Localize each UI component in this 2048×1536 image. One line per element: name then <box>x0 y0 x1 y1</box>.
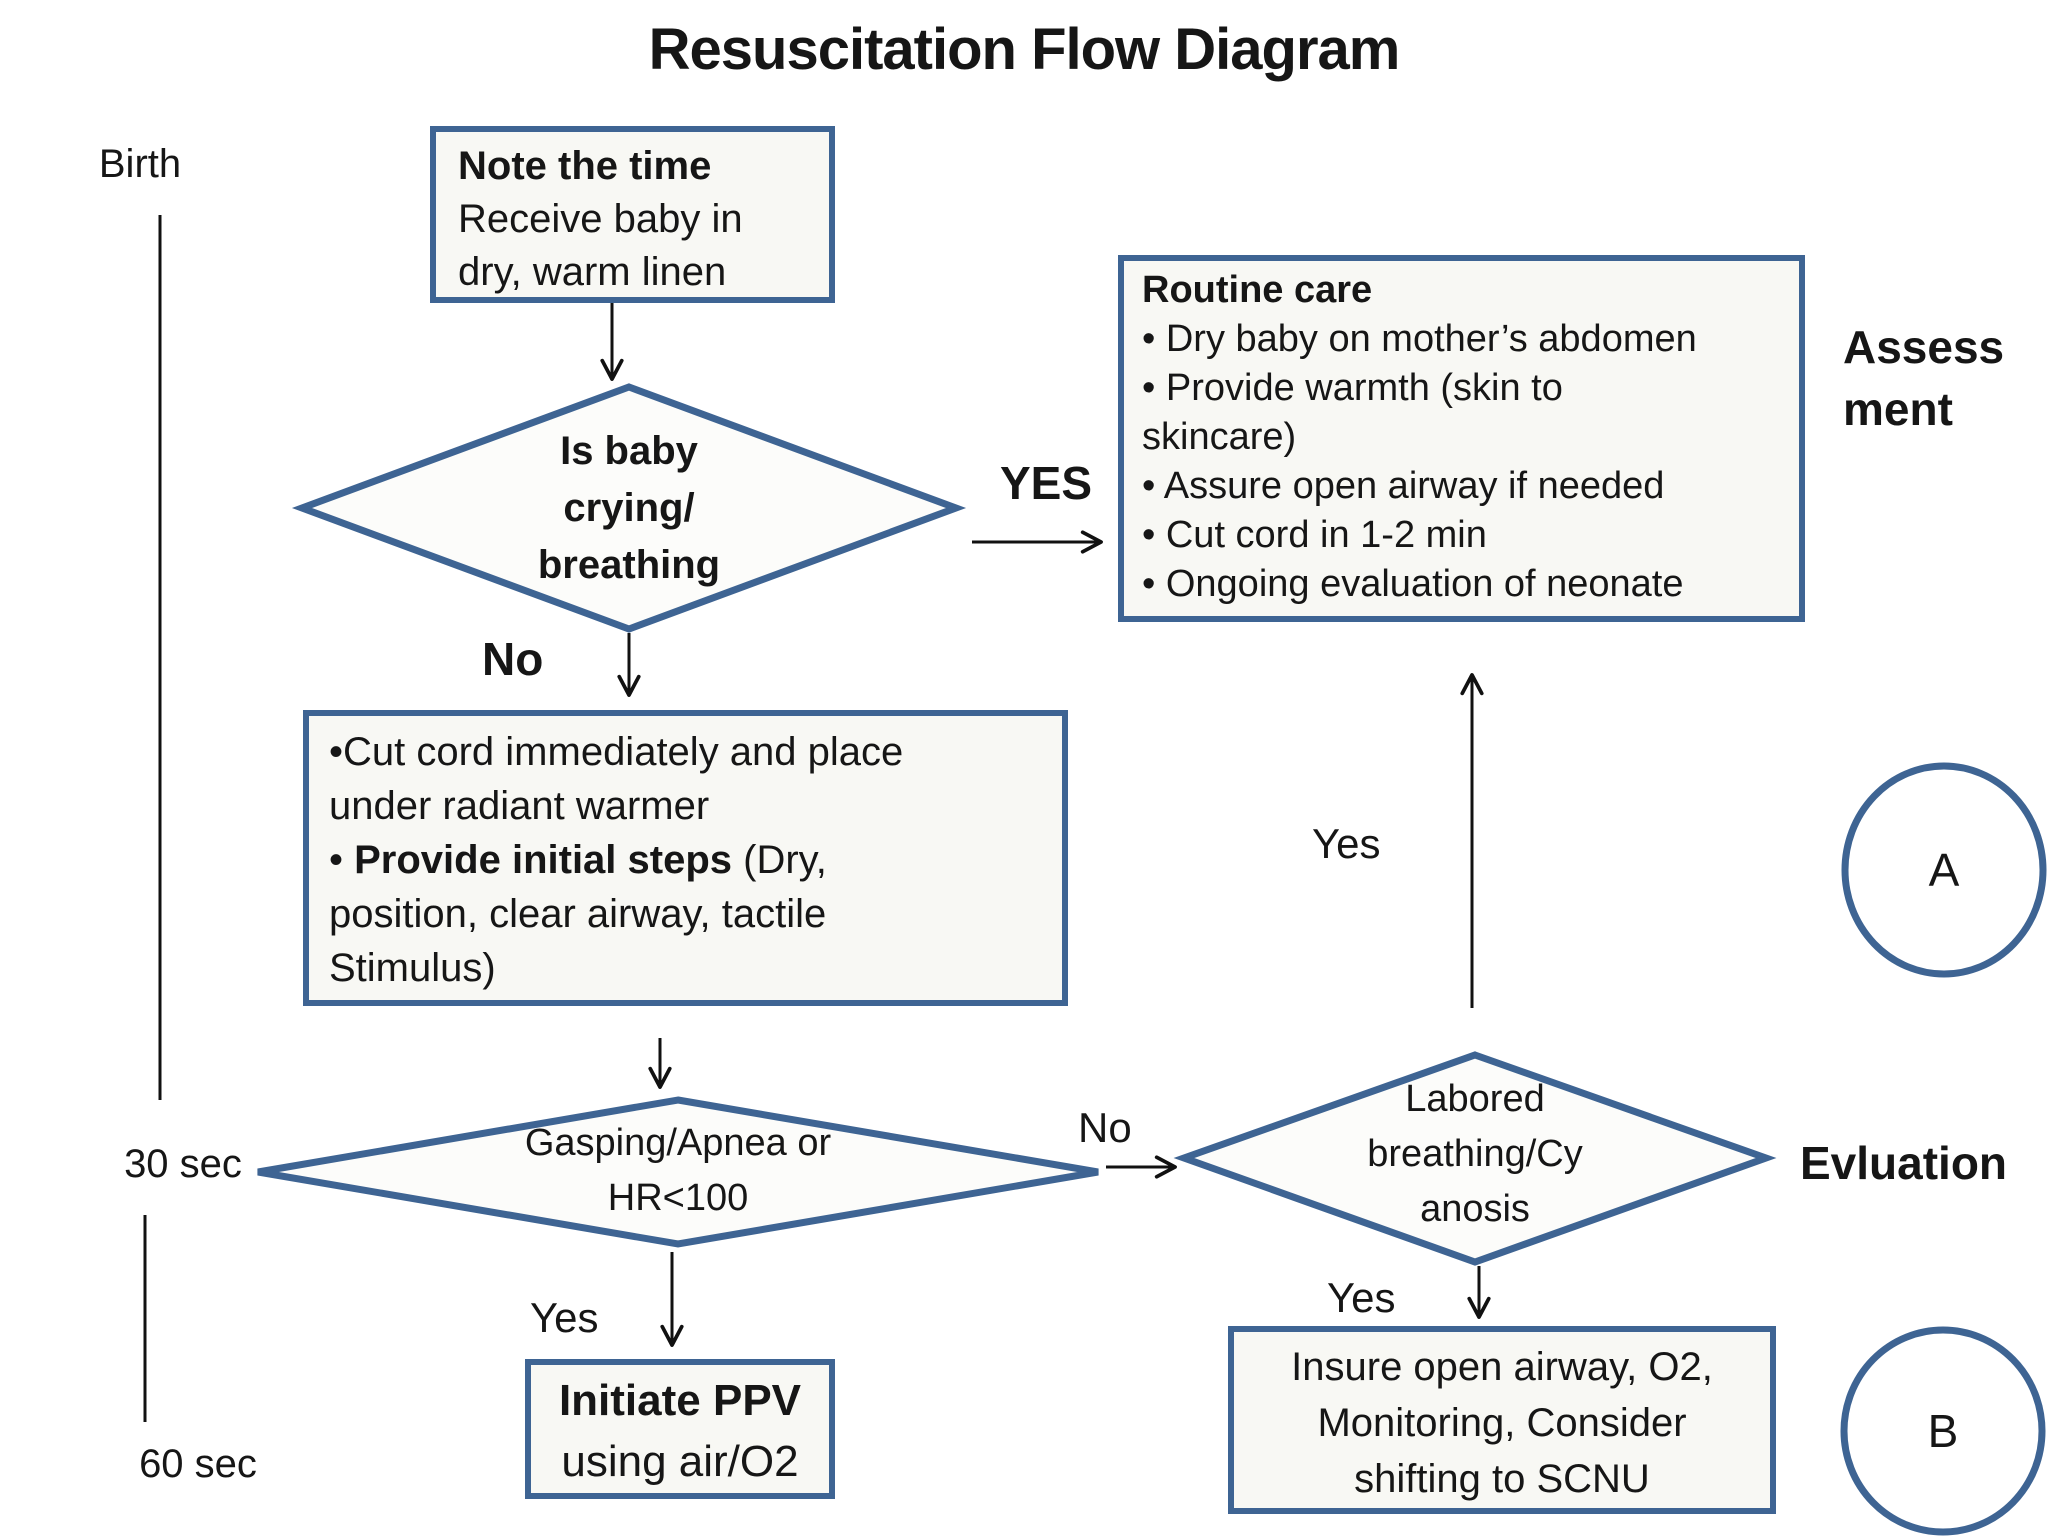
gasping-decision-diamond <box>257 1096 1099 1248</box>
crying-decision-diamond <box>291 383 967 633</box>
edge-label-no-gasping: No <box>1078 1104 1132 1151</box>
routine-bullet-cord: • Cut cord in 1-2 min <box>1142 514 1487 556</box>
cut-cord-line3-bold: Provide initial steps <box>354 838 733 882</box>
labored-line1: Labored <box>1405 1078 1545 1120</box>
section-label-assessment: Assess ment <box>1843 316 2004 440</box>
insure-line3: shifting to SCNU <box>1354 1457 1650 1501</box>
note-time-line3: dry, warm linen <box>458 250 727 294</box>
assessment-line2: ment <box>1843 383 1953 435</box>
routine-bullet-warmth-wrap: skincare) <box>1142 416 1297 458</box>
routine-bullet-warmth: • Provide warmth (skin to <box>1142 367 1563 409</box>
cut-cord-box: •Cut cord immediately and place under ra… <box>303 710 1068 1006</box>
page-title: Resuscitation Flow Diagram <box>648 17 1401 82</box>
labored-line2: breathing/Cy <box>1367 1133 1583 1175</box>
cut-cord-line2: under radiant warmer <box>329 784 710 828</box>
crying-diamond-label: Is baby crying/ breathing <box>454 423 804 594</box>
labored-line3: anosis <box>1420 1188 1530 1230</box>
routine-bullet-evaluation: • Ongoing evaluation of neonate <box>1142 563 1684 605</box>
connector-a-label: A <box>1928 844 1960 896</box>
crying-line3: breathing <box>537 543 721 587</box>
assessment-line1: Assess <box>1843 321 2005 373</box>
edge-label-no-crying: No <box>482 633 544 685</box>
routine-bullet-dry: • Dry baby on mother’s abdomen <box>1142 318 1697 360</box>
routine-heading: Routine care <box>1142 269 1373 311</box>
gasping-line1: Gasping/Apnea or <box>524 1122 832 1164</box>
note-time-line1: Note the time <box>458 144 712 188</box>
ppv-line1: Initiate PPV <box>558 1376 802 1425</box>
note-time-line2: Receive baby in <box>458 197 743 241</box>
edge-label-yes-crying: YES <box>1000 457 1093 509</box>
edge-label-yes-routine: Yes <box>1312 820 1381 867</box>
timeline-label-60sec: 60 sec <box>139 1442 257 1486</box>
insure-line1: Insure open airway, O2, <box>1291 1345 1713 1389</box>
timeline-label-30sec: 30 sec <box>124 1142 242 1186</box>
cut-cord-line3: • Provide initial steps (Dry, <box>329 833 1056 887</box>
connector-circle-a <box>1841 762 2047 978</box>
cut-cord-line1: •Cut cord immediately and place <box>329 730 904 774</box>
connector-b-label: B <box>1927 1405 1959 1457</box>
timeline-label-birth: Birth <box>98 142 182 186</box>
cut-cord-line3-rest: (Dry, <box>732 838 827 882</box>
cut-cord-line5: Stimulus) <box>329 946 496 990</box>
cut-cord-line4: position, clear airway, tactile <box>329 892 827 936</box>
insure-line2: Monitoring, Consider <box>1317 1401 1687 1445</box>
note-time-box: Note the time Receive baby in dry, warm … <box>430 126 835 303</box>
ppv-line2: using air/O2 <box>561 1437 799 1486</box>
crying-line2: crying/ <box>563 486 695 530</box>
section-label-evaluation: Evluation <box>1800 1137 2008 1189</box>
gasping-line2: HR<100 <box>607 1177 749 1219</box>
labored-diamond-label: Labored breathing/Cy anosis <box>1325 1072 1625 1237</box>
insure-airway-box: Insure open airway, O2, Monitoring, Cons… <box>1228 1326 1776 1514</box>
routine-bullet-airway: • Assure open airway if needed <box>1142 465 1665 507</box>
edge-label-yes-gasping: Yes <box>530 1294 599 1341</box>
routine-care-box: Routine care • Dry baby on mother’s abdo… <box>1118 255 1805 622</box>
cut-cord-line3-bullet: • <box>329 838 355 882</box>
gasping-diamond-label: Gasping/Apnea or HR<100 <box>428 1116 928 1226</box>
initiate-ppv-box: Initiate PPV using air/O2 <box>525 1359 835 1499</box>
connector-circle-b <box>1840 1326 2046 1536</box>
edge-label-yes-labored: Yes <box>1327 1274 1396 1321</box>
labored-decision-diamond <box>1173 1051 1777 1266</box>
crying-line1: Is baby <box>560 429 698 473</box>
